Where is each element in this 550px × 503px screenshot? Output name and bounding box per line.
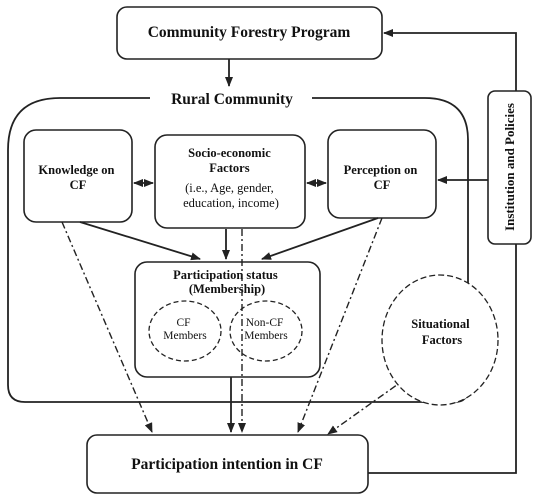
socio-economic-factors-label: Socio-economic Factors (i.e., Age, gende… xyxy=(183,146,279,210)
rural-community-boundary xyxy=(7,97,469,403)
non-cf-members-line-1: Non-CF xyxy=(246,317,284,329)
participation-intention-label: Participation intention in CF xyxy=(131,456,323,473)
cf-members-circle xyxy=(148,300,222,362)
socio-line-4: education, income) xyxy=(183,196,279,210)
situational-factors-circle xyxy=(381,274,499,406)
community-forestry-program-label: Community Forestry Program xyxy=(148,24,351,41)
perception-on-cf-label: Perception on CF xyxy=(344,163,421,192)
situational-line-1: Situational xyxy=(411,317,470,331)
dashed-arrow-situational-to-intention xyxy=(327,376,409,435)
cf-members-line-1: CF xyxy=(177,317,191,329)
participation-status-label: Participation status (Membership) xyxy=(173,268,281,296)
knowledge-line-2: CF xyxy=(70,178,87,192)
socio-line-1: Socio-economic xyxy=(188,146,271,160)
dashed-arrow-knowledge-to-intention xyxy=(61,221,153,433)
rural-community-label: Rural Community xyxy=(171,91,293,108)
perception-line-1: Perception on xyxy=(344,163,418,177)
cf-members-line-2: Members xyxy=(163,330,207,342)
non-cf-members-circle xyxy=(229,300,303,362)
socio-economic-factors-box xyxy=(154,134,306,229)
perception-line-2: CF xyxy=(374,178,391,192)
participation-line-2: (Membership) xyxy=(189,282,265,296)
community-forestry-program-box xyxy=(116,6,383,60)
knowledge-on-cf-box xyxy=(23,129,133,223)
dashed-arrow-perception-to-intention xyxy=(297,217,383,433)
participation-status-box xyxy=(134,261,321,378)
non-cf-members-line-2: Members xyxy=(244,330,288,342)
arrow-perception-to-participation xyxy=(261,217,379,260)
participation-intention-box xyxy=(86,434,369,494)
feedback-line-intention-to-institution xyxy=(368,244,517,474)
knowledge-on-cf-label: Knowledge on CF xyxy=(38,163,117,192)
knowledge-line-1: Knowledge on xyxy=(38,163,114,177)
socio-line-2: Factors xyxy=(209,161,249,175)
arrow-institution-to-cfp xyxy=(383,29,517,91)
socio-line-3: (i.e., Age, gender, xyxy=(185,181,274,195)
situational-line-2: Factors xyxy=(422,333,462,347)
institution-and-policies-label: Institution and Policies xyxy=(502,103,517,231)
non-cf-members-label: Non-CF Members xyxy=(244,317,288,342)
arrow-knowledge-to-participation xyxy=(79,221,201,261)
institution-and-policies-box xyxy=(487,90,532,245)
cf-members-label: CF Members xyxy=(163,317,207,342)
situational-factors-label: Situational Factors xyxy=(411,317,472,347)
participation-line-1: Participation status xyxy=(173,268,278,282)
